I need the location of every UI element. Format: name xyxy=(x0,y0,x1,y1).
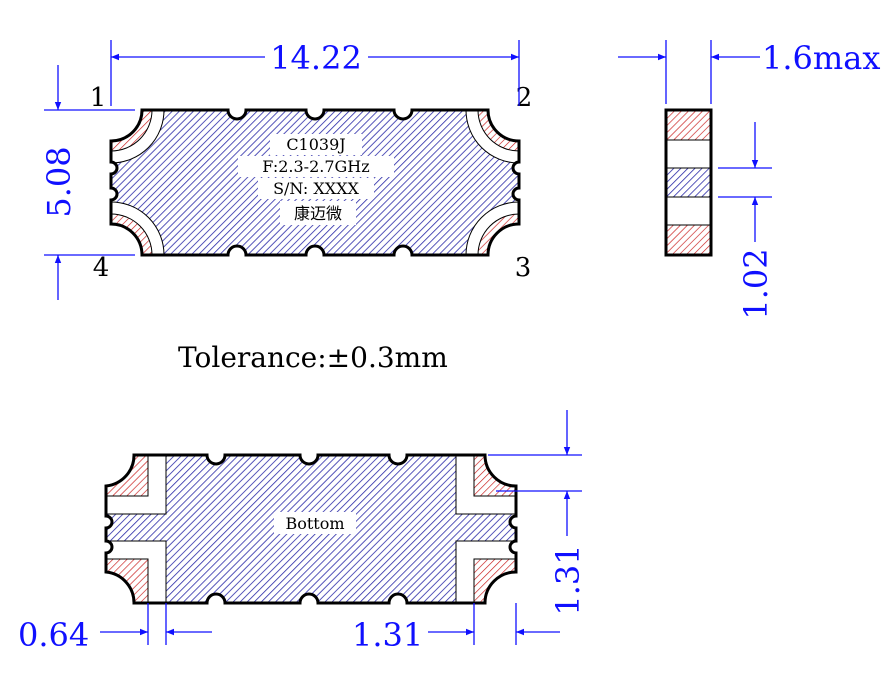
height-dimension xyxy=(44,65,135,300)
side-view: 1.6max 1.02 xyxy=(618,39,880,320)
top-view-outline xyxy=(109,108,521,257)
center-dimension xyxy=(718,122,772,242)
height-dimension-value: 5.08 xyxy=(40,146,78,217)
pin-1-label: 1 xyxy=(90,83,107,113)
bottom-view: Bottom 0.64 1.31 1.31 xyxy=(18,410,587,654)
pin-4-label: 4 xyxy=(93,253,110,283)
pad-length-dimension-value: 1.31 xyxy=(352,616,423,654)
pad-length-dimension xyxy=(428,603,560,645)
tolerance-note: Tolerance:±0.3mm xyxy=(178,341,448,374)
width-dimension xyxy=(110,40,520,106)
pad-height-dimension-value: 1.31 xyxy=(549,544,587,615)
pad-width-dimension-value: 0.64 xyxy=(18,616,89,654)
center-dimension-value: 1.02 xyxy=(737,248,775,319)
thickness-dimension-value: 1.6max xyxy=(762,39,880,77)
marking-line-3: S/N: XXXX xyxy=(273,179,359,198)
thickness-dimension xyxy=(618,40,760,104)
pad-height-dimension xyxy=(488,410,582,536)
width-dimension-value: 14.22 xyxy=(270,39,362,77)
marking-block: C1039J F:2.3-2.7GHz S/N: XXXX 康迈微 xyxy=(238,134,394,225)
top-view: C1039J F:2.3-2.7GHz S/N: XXXX 康迈微 1 2 3 … xyxy=(40,39,533,300)
pin-2-label: 2 xyxy=(516,83,533,113)
marking-line-4: 康迈微 xyxy=(294,204,342,223)
pin-3-label: 3 xyxy=(515,253,532,283)
marking-line-1: C1039J xyxy=(286,135,345,154)
marking-line-2: F:2.3-2.7GHz xyxy=(262,157,369,176)
bottom-view-outline xyxy=(104,453,518,605)
bottom-view-label: Bottom xyxy=(285,514,344,533)
pad-width-dimension xyxy=(100,603,212,645)
side-view-outline xyxy=(664,108,713,257)
